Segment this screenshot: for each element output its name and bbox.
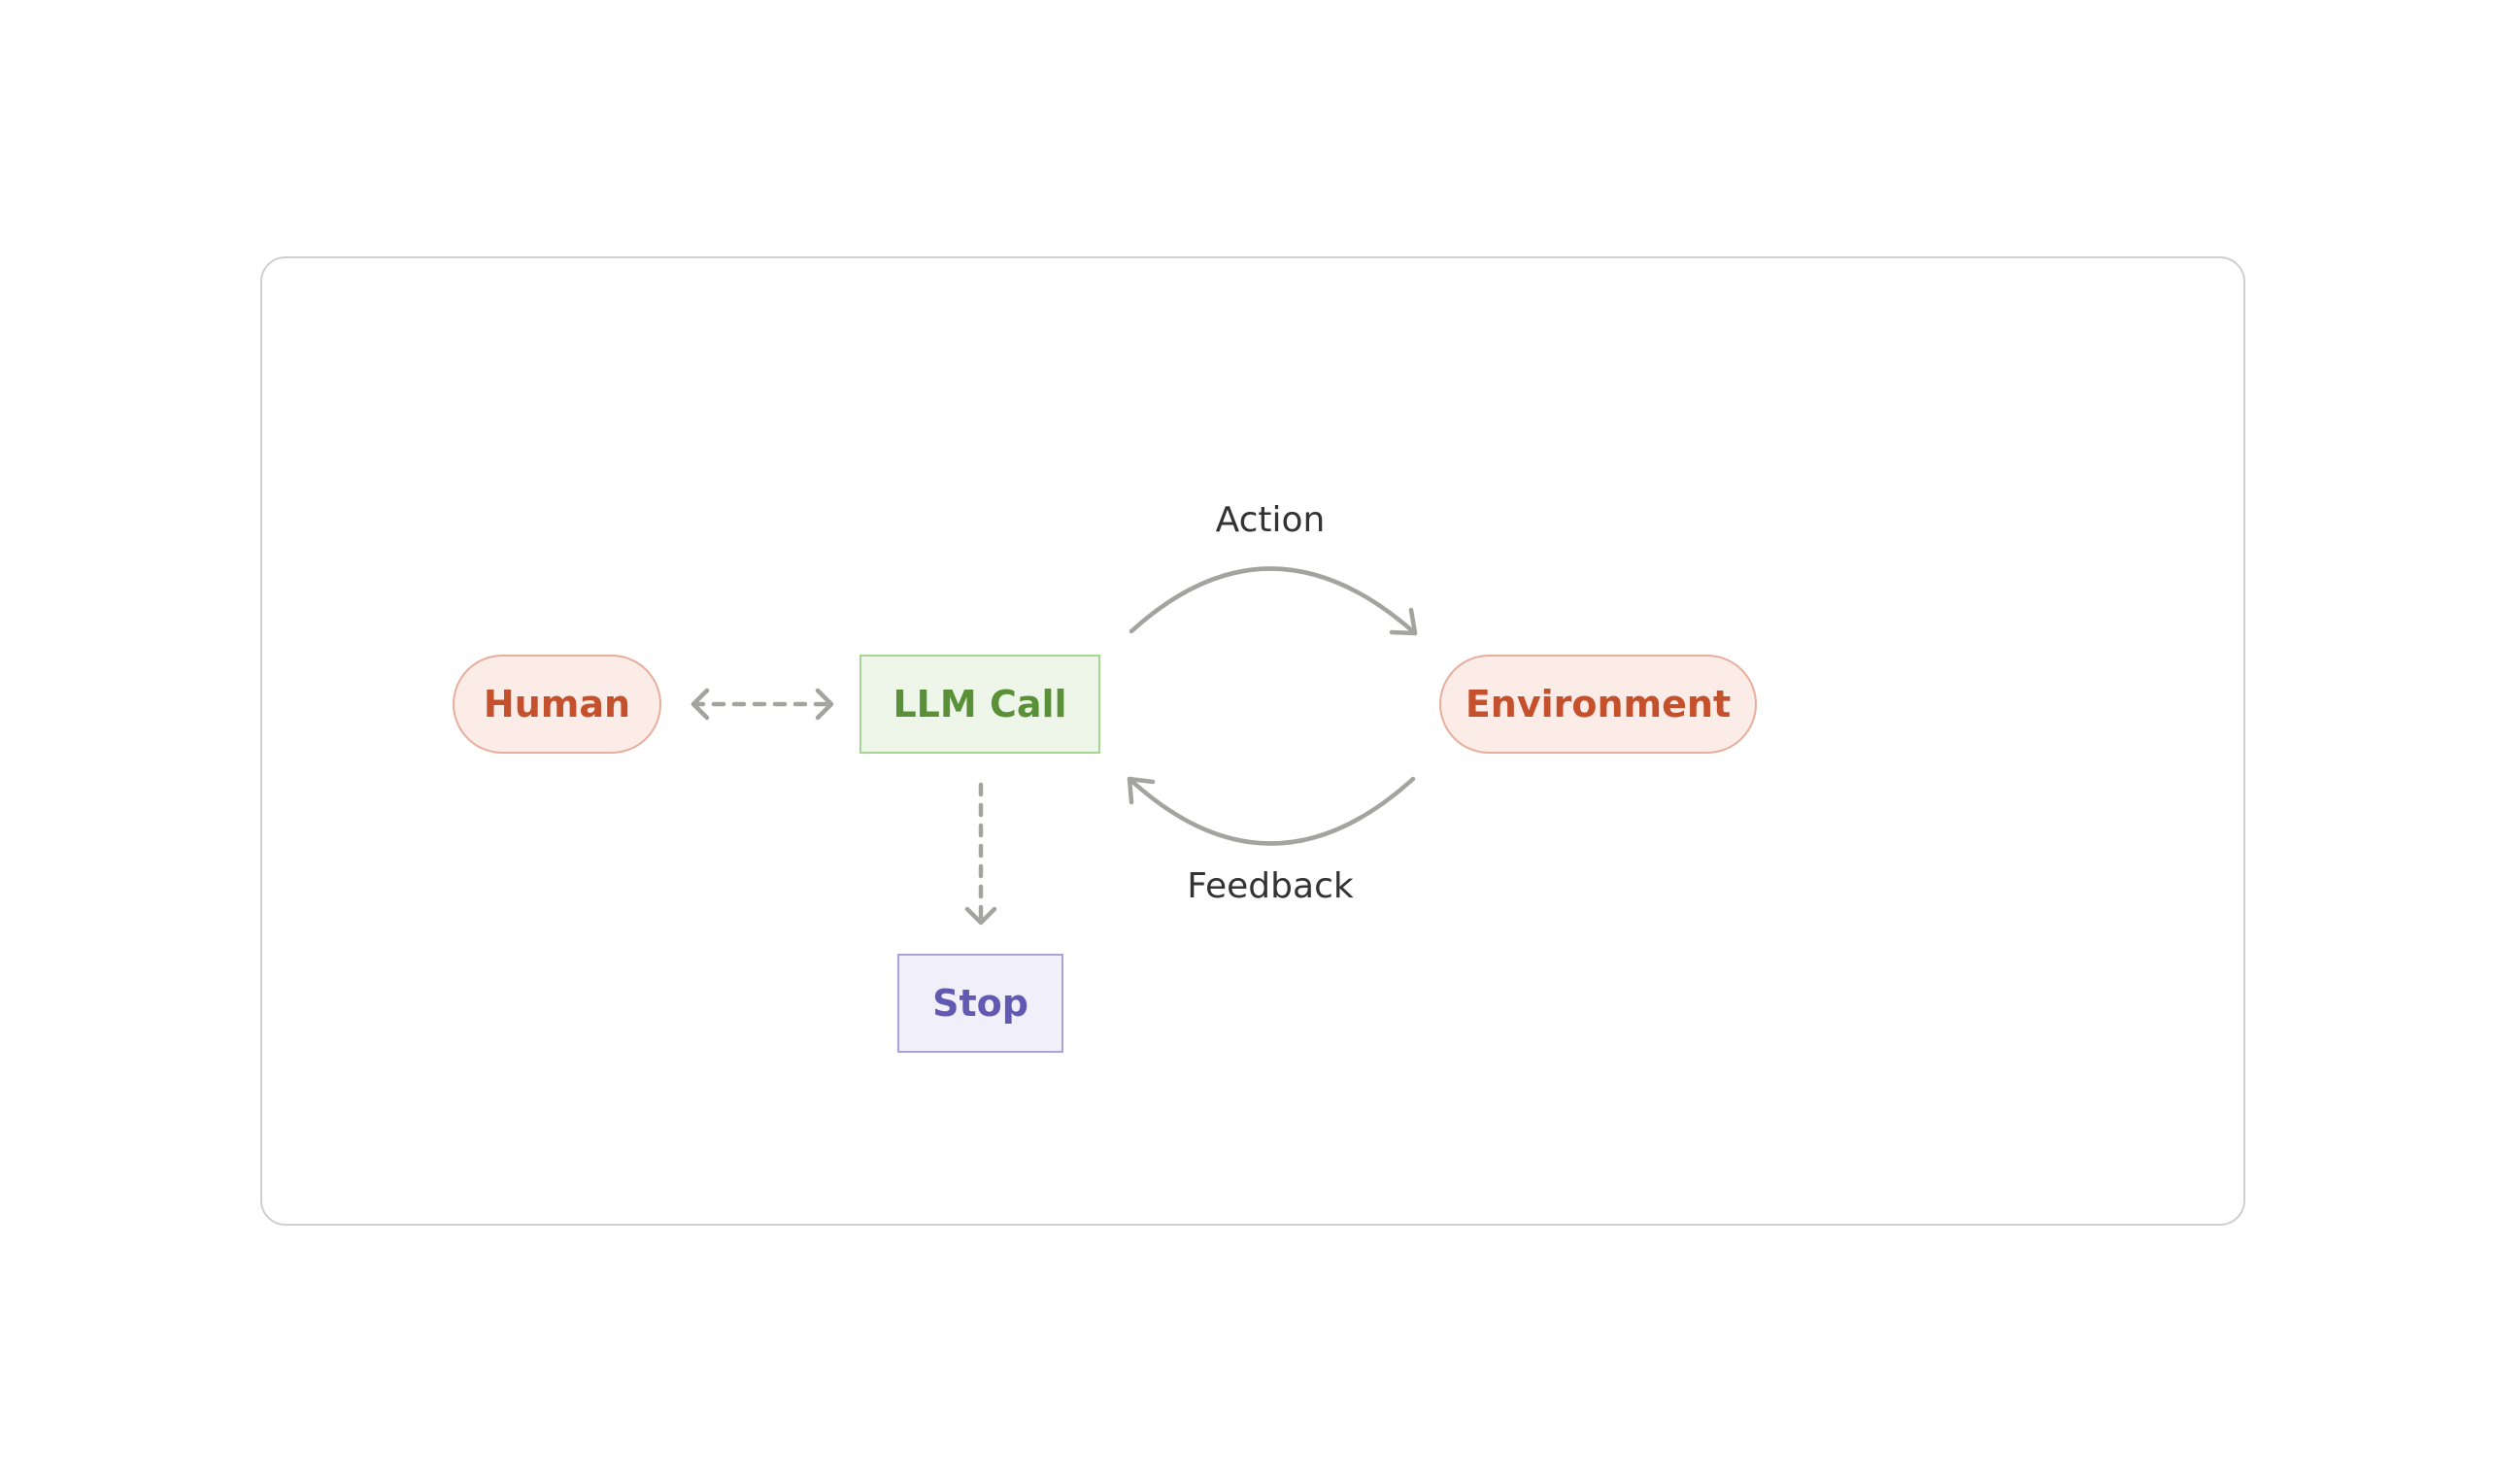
llm-call-node-label: LLM Call [893,683,1067,725]
human-node: Human [453,655,661,754]
environment-node-label: Environment [1465,683,1732,725]
action-edge-label: Action [1215,500,1326,540]
human-node-label: Human [483,683,631,725]
feedback-edge-label: Feedback [1187,866,1354,906]
llm-call-node: LLM Call [859,655,1100,754]
environment-node: Environment [1439,655,1757,754]
stop-node: Stop [897,954,1063,1053]
stop-node-label: Stop [932,982,1028,1025]
